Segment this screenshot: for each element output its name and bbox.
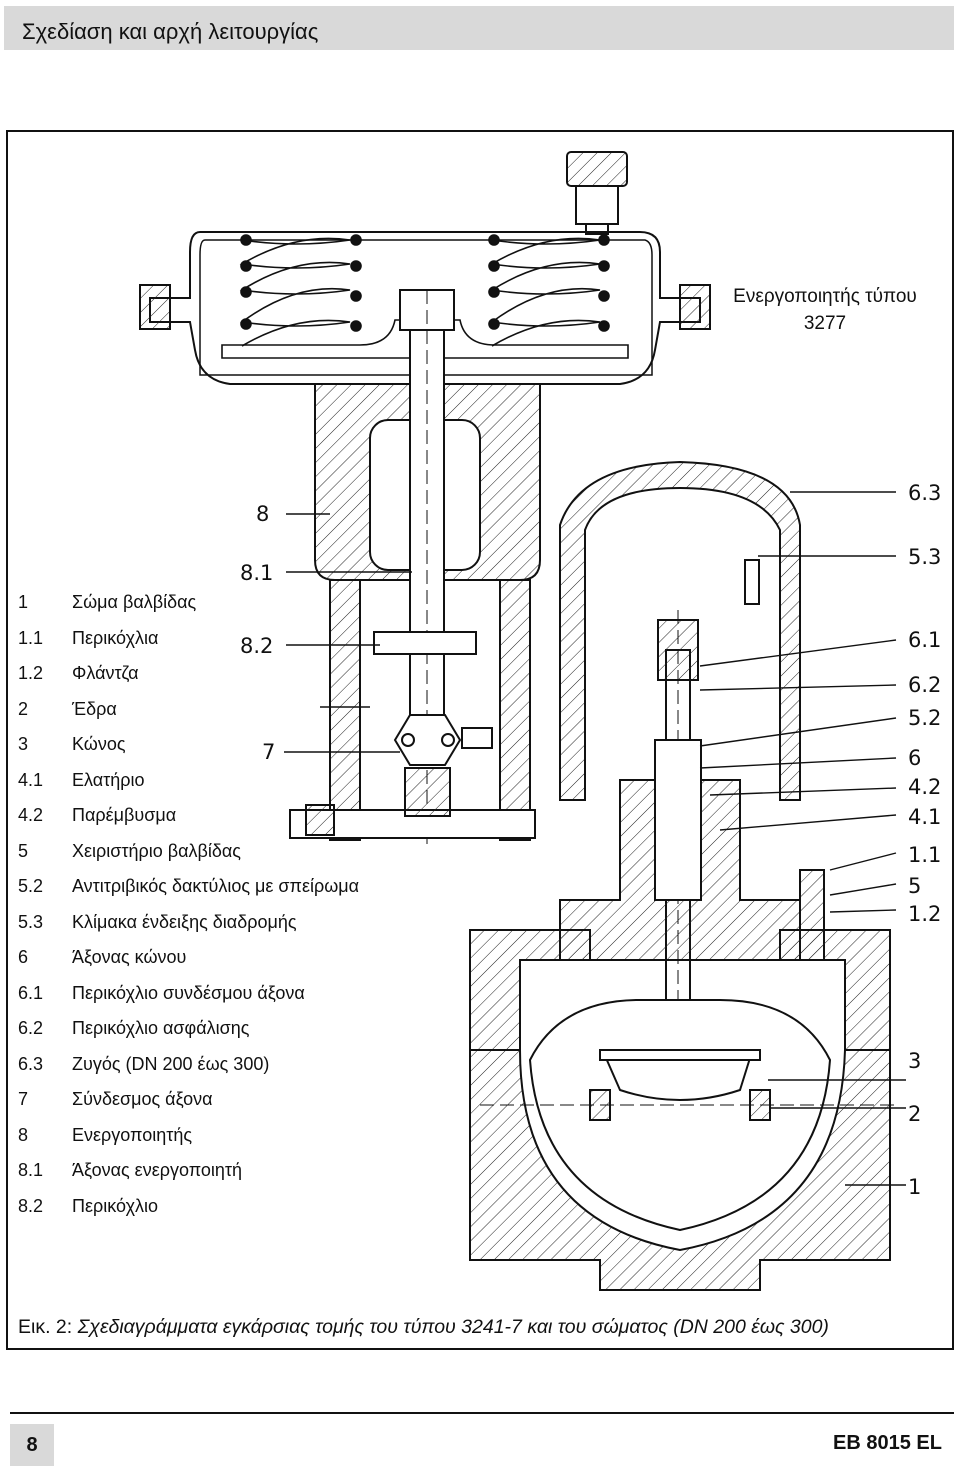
legend-text: Άξονας κώνου xyxy=(72,947,187,967)
figure-caption-text: Σχεδιαγράμματα εγκάρσιας τομής του τύπου… xyxy=(77,1316,829,1338)
callout-1-2: 1.2 xyxy=(908,902,942,926)
legend-text: Περικόχλιο xyxy=(72,1195,159,1216)
legend-text: Κώνος xyxy=(72,734,126,754)
legend-num: 3 xyxy=(18,734,29,754)
legend-num: 1.1 xyxy=(18,627,44,648)
figure-number: Εικ. 2: xyxy=(18,1316,73,1338)
legend-item: 3 Κώνος xyxy=(18,734,438,758)
legend-num: 7 xyxy=(18,1089,29,1109)
callout-6-1: 6.1 xyxy=(908,628,942,652)
legend-text: Περικόχλια xyxy=(72,627,159,648)
legend-item: 6.3 Ζυγός (DN 200 έως 300) xyxy=(18,1054,438,1078)
legend-item: 1.1 Περικόχλια xyxy=(18,628,438,652)
callout-7: 7 xyxy=(262,740,276,764)
callout-4-1: 4.1 xyxy=(908,805,942,829)
legend-item: 4.2 Παρέμβυσμα xyxy=(18,805,438,829)
legend-num: 4.1 xyxy=(18,769,44,790)
legend-num: 5.3 xyxy=(18,911,44,932)
legend-num: 6 xyxy=(18,947,29,967)
footer-divider xyxy=(10,1412,954,1414)
legend-item: 1.2 Φλάντζα xyxy=(18,663,438,687)
legend-text: Σώμα βαλβίδας xyxy=(72,592,197,612)
legend-num: 8 xyxy=(18,1124,29,1145)
callout-8: 8 xyxy=(256,502,270,526)
actuator-label-line1: Ενεργοποιητής τύπου xyxy=(733,286,917,307)
callout-6: 6 xyxy=(908,746,922,770)
callout-1: 1 xyxy=(908,1175,922,1199)
diaphragm-casing xyxy=(149,231,701,385)
page-title: Σχεδίαση και αρχή λειτουργίας xyxy=(22,19,319,44)
legend-num: 8.2 xyxy=(18,1195,44,1216)
legend-text: Ελατήριο xyxy=(72,769,145,790)
legend-item: 5.2 Αντιτριβικός δακτύλιος με σπείρωμα xyxy=(18,876,438,900)
figure-caption: Εικ. 2: Σχεδιαγράμματα εγκάρσιας τομής τ… xyxy=(18,1316,829,1339)
legend-item: 6 Άξονας κώνου xyxy=(18,947,438,971)
legend-num: 6.1 xyxy=(18,982,44,1003)
valve-plug xyxy=(604,1057,752,1101)
legend-item: 4.1 Ελατήριο xyxy=(18,770,438,794)
legend-text: Παρέμβυσμα xyxy=(72,805,177,825)
legend-item: 8.2 Περικόχλιο xyxy=(18,1196,438,1220)
page-number: 8 xyxy=(10,1424,54,1466)
legend-item: 5.3 Κλίμακα ένδειξης διαδρομής xyxy=(18,912,438,936)
actuator-label-line2: 3277 xyxy=(803,313,847,334)
legend-text: Χειριστήριο βαλβίδας xyxy=(72,840,241,861)
callout-1-1: 1.1 xyxy=(908,843,942,867)
legend-item: 2 Έδρα xyxy=(18,699,438,723)
legend-item: 6.1 Περικόχλιο συνδέσμου άξονα xyxy=(18,983,438,1007)
legend-num: 4.2 xyxy=(18,805,44,825)
legend-num: 1.2 xyxy=(18,663,44,683)
stem-connector xyxy=(393,714,462,766)
legend-text: Άξονας ενεργοποιητή xyxy=(72,1160,243,1180)
callout-6-3: 6.3 xyxy=(908,481,942,505)
valve-yoke xyxy=(559,460,801,801)
figure-frame xyxy=(6,130,954,1350)
legend-num: 8.1 xyxy=(18,1160,44,1180)
callout-5-3: 5.3 xyxy=(908,545,942,569)
callout-3: 3 xyxy=(908,1049,922,1073)
legend-num: 5.2 xyxy=(18,876,44,896)
callout-8-2: 8.2 xyxy=(240,634,274,658)
legend-item: 8.1 Άξονας ενεργοποιητή xyxy=(18,1160,438,1184)
springs xyxy=(239,234,610,347)
legend-num: 2 xyxy=(18,698,29,719)
legend-text: Κλίμακα ένδειξης διαδρομής xyxy=(72,911,297,932)
legend-text: Ζυγός (DN 200 έως 300) xyxy=(72,1053,270,1074)
callout-2: 2 xyxy=(908,1102,922,1126)
callout-5: 5 xyxy=(908,874,922,898)
legend-text: Φλάντζα xyxy=(72,663,139,683)
legend-text: Σύνδεσμος άξονα xyxy=(72,1089,213,1109)
legend-item: 7 Σύνδεσμος άξονα xyxy=(18,1089,438,1113)
legend-num: 6.2 xyxy=(18,1018,44,1038)
legend-item: 8 Ενεργοποιητής xyxy=(18,1125,438,1149)
legend-num: 5 xyxy=(18,840,29,861)
legend-num: 6.3 xyxy=(18,1053,44,1074)
legend-text: Ενεργοποιητής xyxy=(72,1124,193,1145)
callout-8-1: 8.1 xyxy=(240,561,274,585)
legend-num: 1 xyxy=(18,592,29,612)
legend-item: 1 Σώμα βαλβίδας xyxy=(18,592,438,616)
callout-4-2: 4.2 xyxy=(908,775,942,799)
callout-5-2: 5.2 xyxy=(908,706,942,730)
handwheel-icon xyxy=(566,151,628,235)
document-id: EB 8015 EL xyxy=(833,1432,942,1454)
legend-item: 6.2 Περικόχλιο ασφάλισης xyxy=(18,1018,438,1042)
legend-text: Αντιτριβικός δακτύλιος με σπείρωμα xyxy=(72,876,360,896)
legend-text: Περικόχλιο ασφάλισης xyxy=(72,1018,250,1038)
callout-6-2: 6.2 xyxy=(908,673,942,697)
legend-item: 5 Χειριστήριο βαλβίδας xyxy=(18,841,438,865)
actuator-type-label: Ενεργοποιητής τύπου 3277 xyxy=(700,283,950,337)
legend-text: Περικόχλιο συνδέσμου άξονα xyxy=(72,982,305,1003)
header-bar: Σχεδίαση και αρχή λειτουργίας xyxy=(4,6,954,50)
legend-text: Έδρα xyxy=(72,698,117,719)
